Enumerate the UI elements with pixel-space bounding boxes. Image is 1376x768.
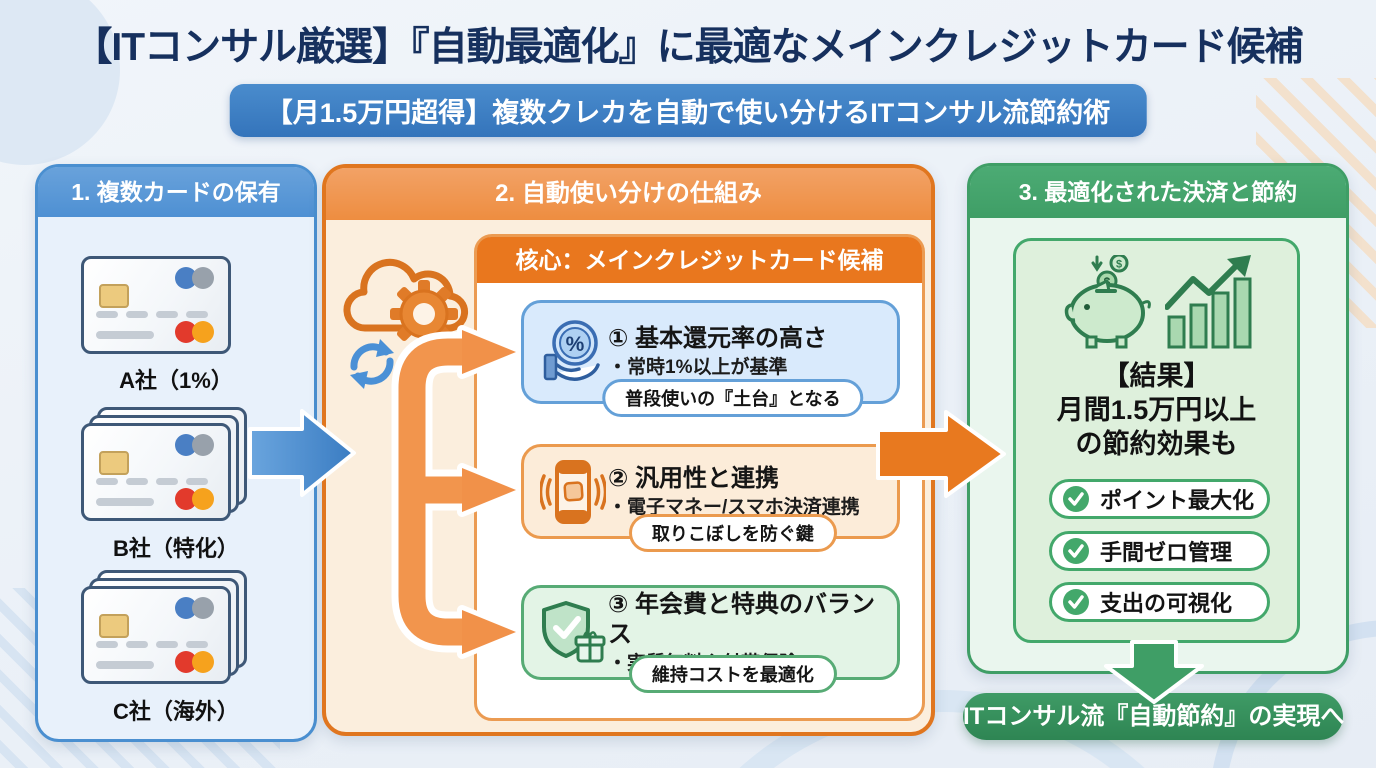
- card-chip-icon: [99, 284, 129, 308]
- panel-auto-routing: 2. 自動使い分けの仕組み: [322, 164, 935, 736]
- result-line-1: 【結果】: [1102, 361, 1211, 391]
- card-logo-icon: [175, 597, 197, 619]
- benefit-visibility-label: 支出の可視化: [1100, 591, 1233, 616]
- criterion-2-badge: 取りこぼしを防ぐ鍵: [628, 514, 837, 552]
- card-logo-icon: [175, 267, 197, 289]
- criterion-2-title: ② 汎用性と連携: [608, 464, 779, 492]
- check-circle-icon: [1063, 486, 1089, 512]
- core-criteria-header: 核心：メインクレジットカード候補: [477, 237, 922, 283]
- card-name-dash: [96, 498, 154, 506]
- benefit-zero-effort-label: 手間ゼロ管理: [1100, 540, 1233, 565]
- panel-optimized-result: 3. 最適化された決済と節約 $ $: [967, 163, 1349, 674]
- card-logo-icon: [192, 597, 214, 619]
- credit-card-b-stack: [81, 407, 247, 521]
- check-circle-icon: [1063, 589, 1089, 615]
- card-logo-icon: [175, 488, 197, 510]
- credit-card-a: [81, 256, 231, 354]
- sync-cycle-icon: [350, 339, 394, 389]
- criterion-3-badge: 維持コストを最適化: [628, 655, 837, 693]
- card-logo-icon: [192, 651, 214, 673]
- result-text: 【結果】 月間1.5万円以上 の節約効果も: [1016, 359, 1297, 461]
- check-circle-icon: [1063, 538, 1089, 564]
- card-logo-icon: [175, 651, 197, 673]
- criterion-3-title: ③ 年会費と特典のバランス: [608, 590, 875, 648]
- card-logo-icon: [192, 488, 214, 510]
- benefit-visibility: 支出の可視化: [1049, 582, 1270, 622]
- criterion-1-title: ① 基本還元率の高さ: [608, 325, 827, 353]
- card-logo-icon: [192, 267, 214, 289]
- card-logo-icon: [192, 321, 214, 343]
- card-logo-icon: [175, 434, 197, 456]
- credit-card-icon: [81, 586, 231, 684]
- panel-multiple-cards: 1. 複数カードの保有 A社（1%） B社（特化）: [35, 164, 317, 742]
- piggy-bank-icon: $ $: [1064, 255, 1151, 349]
- card-name-dash: [96, 331, 154, 339]
- card-a-label: A社（1%）: [119, 368, 233, 393]
- result-panel: $ $: [1013, 238, 1300, 643]
- card-logo-icon: [192, 434, 214, 456]
- card-number-dashes: [96, 641, 208, 648]
- coin-percent-hand-icon: %: [538, 317, 608, 387]
- card-logo-icon: [175, 321, 197, 343]
- credit-card-c-stack: [81, 570, 247, 684]
- cloud-gear-icon: [343, 258, 468, 348]
- criterion-2-card: ② 汎用性と連携 ・電子マネー/スマホ決済連携 取りこぼしを防ぐ鍵: [521, 444, 900, 552]
- card-c-label: C社（海外）: [113, 699, 239, 724]
- card-chip-icon: [99, 451, 129, 475]
- svg-text:%: %: [566, 333, 585, 356]
- panel-multiple-cards-header: 1. 複数カードの保有: [38, 167, 314, 217]
- panel-auto-routing-header: 2. 自動使い分けの仕組み: [326, 168, 931, 220]
- subtitle-badge: 【月1.5万円超得】複数クレカを自動で使い分けるITコンサル流節約術: [229, 84, 1147, 137]
- page-title: 【ITコンサル厳選】『自動最適化』に最適なメインクレジットカード候補: [73, 26, 1303, 69]
- criterion-1-card: % ① 基本還元率の高さ ・常時1%以上が基準 普段使いの『土台』となる: [521, 300, 900, 417]
- growth-chart-icon: [1164, 255, 1251, 349]
- criterion-3-card: ③ 年会費と特典のバランス ・実質無料や付帯保険 維持コストを最適化: [521, 585, 900, 693]
- goal-banner: ITコンサル流『自動節約』の実現へ: [963, 693, 1344, 740]
- svg-text:$: $: [1115, 259, 1121, 271]
- benefit-zero-effort: 手間ゼロ管理: [1049, 531, 1270, 571]
- card-b-label: B社（特化）: [113, 536, 239, 561]
- card-chip-icon: [99, 614, 129, 638]
- card-number-dashes: [96, 311, 208, 318]
- card-name-dash: [96, 661, 154, 669]
- criterion-1-badge: 普段使いの『土台』となる: [602, 379, 864, 417]
- shield-gift-icon: [538, 599, 608, 667]
- benefit-points-label: ポイント最大化: [1100, 488, 1255, 513]
- credit-card-icon: [81, 256, 231, 354]
- criterion-1-sub: ・常時1%以上が基準: [608, 357, 788, 379]
- result-line-3: の節約効果も: [1075, 429, 1238, 459]
- card-number-dashes: [96, 478, 208, 485]
- credit-card-icon: [81, 423, 231, 521]
- criterion-2-sub: ・電子マネー/スマホ決済連携: [608, 496, 860, 518]
- core-criteria-panel: 核心：メインクレジットカード候補 % ① 基本還元率の高さ ・常時1%以上が基: [474, 234, 925, 721]
- panel-optimized-result-header: 3. 最適化された決済と節約: [970, 166, 1346, 218]
- result-line-2: 月間1.5万円以上: [1056, 395, 1257, 425]
- benefit-points: ポイント最大化: [1049, 479, 1270, 519]
- smartphone-nfc-icon: [538, 458, 608, 526]
